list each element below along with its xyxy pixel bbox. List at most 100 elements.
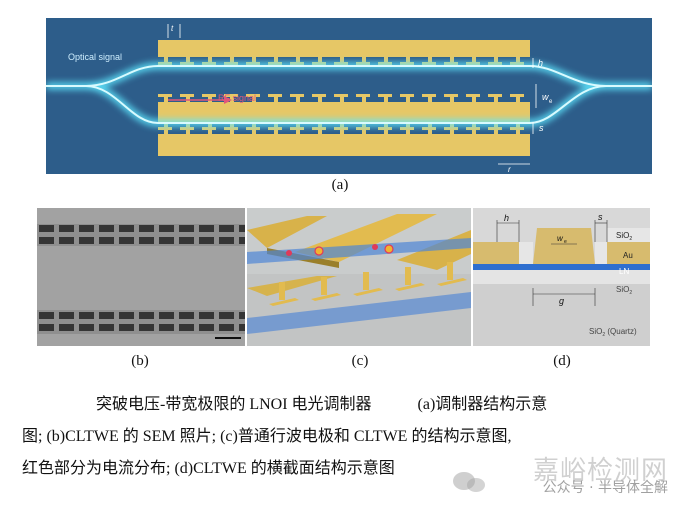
sem-pad [39,312,54,319]
electrode-cap [356,94,370,97]
sem-pad [199,225,214,232]
electrode-cap [444,94,458,97]
sem-pad [79,237,94,244]
electrode-stem [186,128,190,134]
optical-waveguide [46,65,652,124]
electrode-stem [362,57,366,63]
electrode-stem [208,128,212,134]
electrode-stem [362,128,366,134]
sem-pad [39,324,54,331]
panel-d-label: (d) [553,353,571,369]
electrode-stem [384,57,388,63]
electrode-cap [378,94,392,97]
caption-title: 突破电压-带宽极限的 LNOI 电光调制器 [96,396,372,413]
electrode-stem [384,128,388,134]
cltwe-segment [353,288,383,296]
sem-pad [219,237,234,244]
electrode-cap [334,94,348,97]
sem-pad [219,225,234,232]
watermark-brand: 嘉峪检测网 [532,456,668,486]
optical-signal-label: Optical signal [68,52,122,62]
sem-pad [119,225,134,232]
d-dim-h: h [504,213,509,223]
electrode-stem [406,128,410,134]
sem-pad [199,312,214,319]
cltwe-stem [279,282,285,300]
caption-line-1: 突破电压-带宽极限的 LNOI 电光调制器(a)调制器结构示意 [74,389,654,421]
au-left-electrode [473,242,519,264]
electrode-stem [252,128,256,134]
d-dim-g: g [559,296,564,306]
sem-pad [239,324,245,331]
electrode-stem [494,128,498,134]
electrode-stem [296,96,300,102]
panel-d-cross-section: h s w e g SiO2 Au LN SiO2 SiO2 (Quartz) [473,208,650,346]
cltwe-stem [321,277,327,295]
electrode-cap [268,94,282,97]
au-center-electrode [533,228,595,264]
electrode-stem [318,128,322,134]
electrode-cap [180,94,194,97]
electrode-stem [494,96,498,102]
center-electrode [158,102,530,122]
electrode-stem [406,57,410,63]
sem-pad [99,225,114,232]
watermark-source: 公众号 · 半导体全解 [542,480,668,496]
sem-pad [99,237,114,244]
electrode-stem [516,96,520,102]
electrode-stem [384,96,388,102]
wechat-logo-icon [453,472,485,492]
electrode-stem [318,96,322,102]
electrode-cap [400,94,414,97]
d-sio2-top-label: SiO2 [616,231,632,242]
sem-image-svg [37,208,245,346]
sem-pad [59,237,74,244]
sem-pad [79,225,94,232]
electrode-stem [274,96,278,102]
electrode-stem [472,96,476,102]
electrode-stem [516,57,520,63]
electrode-stem [362,96,366,102]
electrode-stem [164,57,168,63]
modulator-schematic-svg: RF signal Optical signal t h w e s r [46,18,652,174]
sem-pad [99,324,114,331]
sem-pad [179,237,194,244]
electrode-stem [230,128,234,134]
watermark: 嘉峪检测网 公众号 · 半导体全解 [438,450,668,500]
electrode-cap [488,94,502,97]
electrode-stem [428,128,432,134]
sem-pad [139,312,154,319]
sem-pad [159,225,174,232]
rf-signal-label: RF signal [218,93,256,103]
dim-t-label: t [171,24,174,33]
sem-pad [179,225,194,232]
electrode-stem [208,57,212,63]
sem-pad [159,312,174,319]
sem-pad [179,312,194,319]
electrode-stem [340,96,344,102]
electrode-stem [472,57,476,63]
electrode-stem [274,57,278,63]
electrode-stem [186,57,190,63]
ln-slab [473,264,650,270]
sem-pad [219,324,234,331]
bottom-electrode [158,134,530,156]
electrode-stem [472,128,476,134]
cltwe-segment [395,283,425,291]
electrode-stem [296,57,300,63]
cltwe-segments [269,262,467,306]
electrode-stem [296,128,300,134]
sem-pad [119,312,134,319]
panel-c-3d-schematic [247,208,471,346]
sem-pad [159,324,174,331]
panel-a-label: (a) [331,177,349,193]
sem-pad [239,225,245,232]
dim-we-label: w [542,92,549,102]
electrode-cap [158,94,172,97]
d-quartz-label: SiO2 (Quartz) [589,327,637,338]
electrode-stem [164,96,168,102]
au-right-electrode [607,242,650,264]
cltwe-segment [269,298,299,306]
electrode-stem [274,128,278,134]
dim-we-subscript: e [549,99,553,105]
